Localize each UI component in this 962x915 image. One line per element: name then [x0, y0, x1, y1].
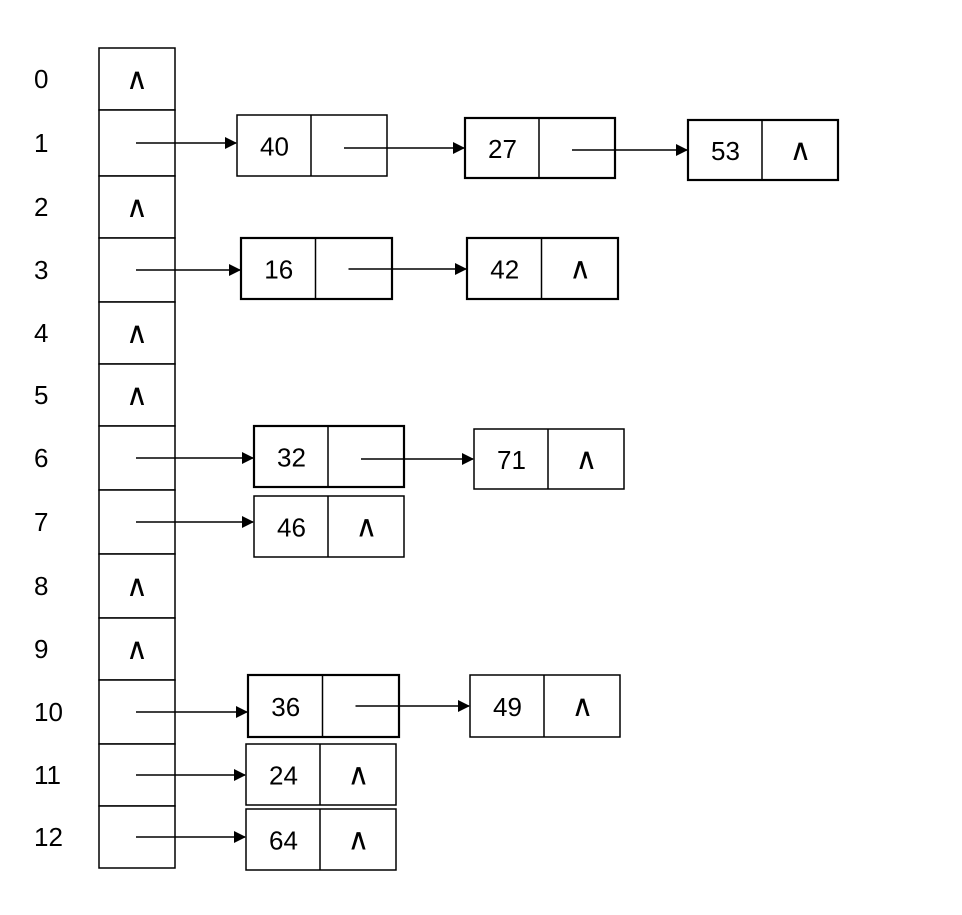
- chain-7: 46 ∧: [136, 495, 405, 558]
- chain-10: 36 49 ∧: [136, 673, 621, 739]
- bucket-index-label: 7: [34, 507, 48, 537]
- node-key-value: 71: [497, 445, 526, 475]
- node-key-value: 64: [269, 826, 298, 856]
- null-pointer-symbol: ∧: [126, 63, 148, 96]
- bucket-index-label: 4: [34, 318, 48, 348]
- bucket-index-label: 5: [34, 380, 48, 410]
- bucket-index-label: 6: [34, 443, 48, 473]
- node-key-value: 46: [277, 513, 306, 543]
- node-key-value: 32: [277, 443, 306, 473]
- list-node: [686, 118, 840, 182]
- null-pointer-symbol: ∧: [126, 191, 148, 224]
- chains: 40 27 53 ∧ 16 42 ∧ 32 71 ∧ 46 ∧ 36 49 ∧ 24 ∧ 64 ∧: [136, 114, 840, 871]
- node-key-value: 36: [271, 692, 300, 722]
- node-key-value: 24: [269, 761, 298, 791]
- null-pointer-symbol: ∧: [126, 379, 148, 412]
- bucket-cell: [98, 47, 176, 111]
- node-key-value: 40: [260, 132, 289, 162]
- null-pointer-symbol: ∧: [572, 690, 594, 723]
- node-key-value: 53: [711, 136, 740, 166]
- bucket-index-label: 2: [34, 192, 48, 222]
- bucket-index-label: 1: [34, 128, 48, 158]
- bucket-index-label: 11: [34, 760, 61, 790]
- bucket-index-label: 10: [34, 697, 63, 727]
- node-key-value: 49: [493, 692, 522, 722]
- node-key-value: 42: [490, 255, 519, 285]
- chain-12: 64 ∧: [136, 808, 397, 871]
- list-node: [245, 743, 397, 806]
- bucket-cell: [98, 553, 176, 619]
- null-pointer-symbol: ∧: [348, 824, 370, 857]
- bucket-index-label: 8: [34, 571, 48, 601]
- bucket-index-label: 3: [34, 255, 48, 285]
- chain-3: 16 42 ∧: [136, 236, 620, 301]
- list-node: [463, 116, 617, 180]
- list-node: [236, 114, 388, 177]
- null-pointer-symbol: ∧: [126, 570, 148, 603]
- node-key-value: 16: [264, 255, 293, 285]
- null-pointer-symbol: ∧: [348, 759, 370, 792]
- list-node: [253, 495, 405, 558]
- null-pointer-symbol: ∧: [569, 253, 591, 286]
- null-pointer-symbol: ∧: [576, 443, 598, 476]
- list-node: [469, 674, 621, 738]
- bucket-cell: [98, 175, 176, 239]
- bucket-index-label: 0: [34, 64, 48, 94]
- list-node: [473, 428, 625, 490]
- chain-1: 40 27 53 ∧: [136, 114, 840, 182]
- null-pointer-symbol: ∧: [126, 317, 148, 350]
- chain-6: 32 71 ∧: [136, 424, 625, 490]
- list-node: [245, 808, 397, 871]
- bucket-index-label: 12: [34, 822, 63, 852]
- node-key-value: 27: [488, 134, 517, 164]
- chain-11: 24 ∧: [136, 743, 397, 806]
- bucket-cell: [98, 301, 176, 365]
- null-pointer-symbol: ∧: [126, 633, 148, 666]
- null-pointer-symbol: ∧: [356, 511, 378, 544]
- list-node: [465, 236, 620, 301]
- list-node: [252, 424, 406, 489]
- bucket-index-label: 9: [34, 634, 48, 664]
- null-pointer-symbol: ∧: [790, 134, 812, 167]
